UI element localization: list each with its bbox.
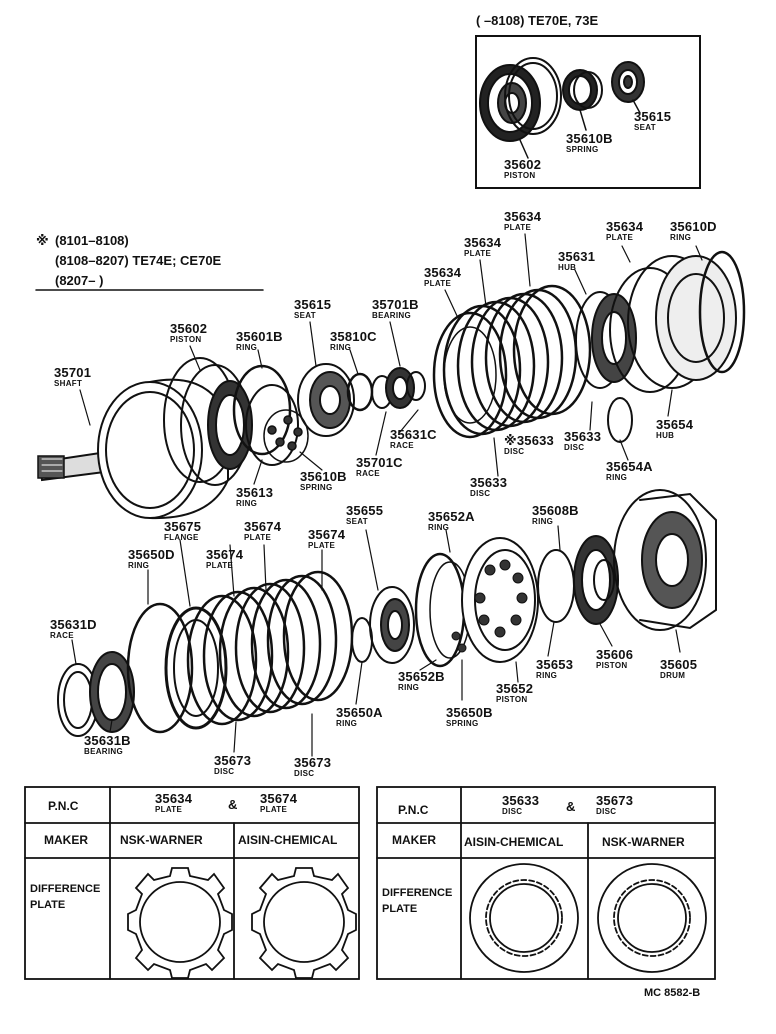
middle-row-parts — [37, 250, 746, 520]
table-right-maker-1: AISIN-CHEMICAL — [464, 835, 564, 849]
inset-box — [475, 35, 701, 189]
note-mark: ※ — [36, 233, 49, 248]
tables-grid — [24, 786, 716, 980]
table-left-maker-1: NSK-WARNER — [120, 833, 203, 847]
table-left-amp: & — [228, 797, 238, 812]
note-line-2: (8108–8207) TE74E; CE70E — [55, 253, 222, 268]
inset-title: ( –8108) TE70E, 73E — [476, 13, 599, 28]
note-line-3: (8207– ) — [55, 273, 104, 288]
table-right-pnc-label: P.N.C — [398, 803, 429, 817]
table-left-diff-label: DIFFERENCE — [30, 883, 101, 895]
figure-code: MC 8582-B — [644, 987, 701, 999]
table-left-pnc-label: P.N.C — [48, 799, 79, 813]
note-line-1: (8101–8108) — [55, 233, 129, 248]
table-left-diff-label-2: PLATE — [30, 899, 66, 911]
table-left-maker-2: AISIN-CHEMICAL — [238, 833, 338, 847]
bottom-row-parts — [57, 489, 717, 737]
table-left-maker-label: MAKER — [44, 833, 88, 847]
table-right-diff-label-2: PLATE — [382, 903, 418, 915]
difference-plate-drawings — [127, 863, 707, 979]
table-right-maker-2: NSK-WARNER — [602, 835, 685, 849]
table-right-diff-label: DIFFERENCE — [382, 887, 453, 899]
table-right-maker-label: MAKER — [392, 833, 436, 847]
leader-lines — [71, 233, 703, 757]
table-right-amp: & — [566, 799, 576, 814]
